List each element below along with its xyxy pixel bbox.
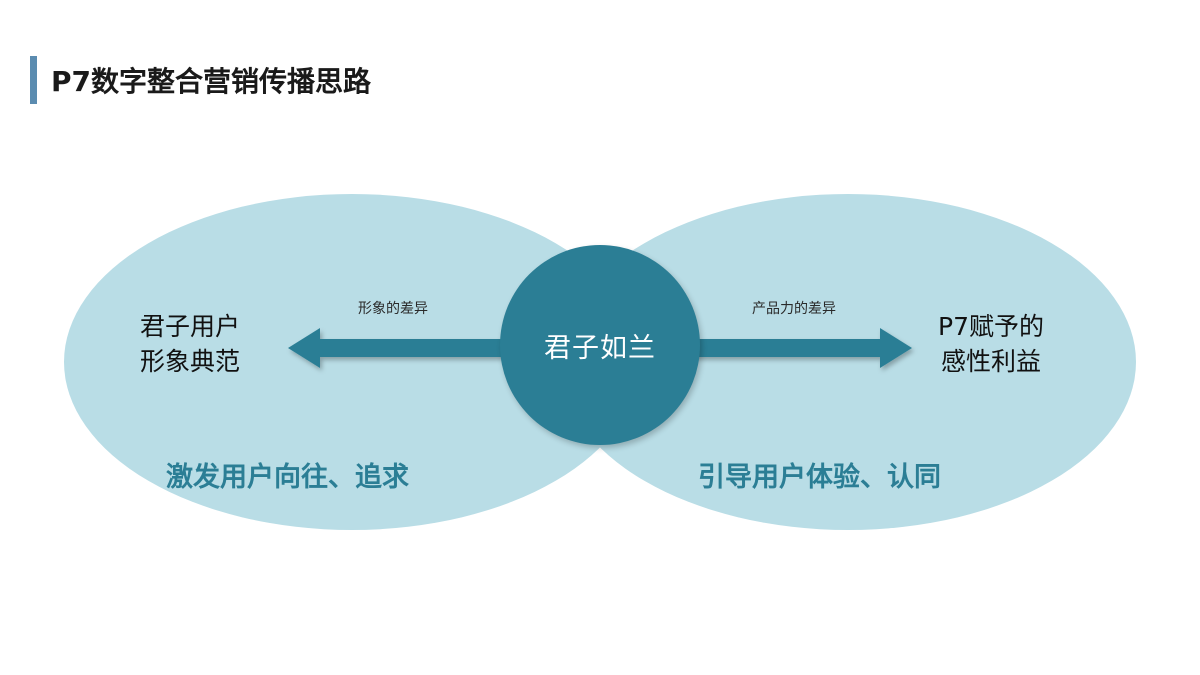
left-heading-line-1: 君子用户	[140, 312, 241, 341]
center-hub-label: 君子如兰	[544, 332, 656, 364]
left-callout: 激发用户向往、追求	[166, 462, 409, 493]
left-heading: 君子用户 形象典范	[140, 310, 240, 379]
page-title: P7数字整合营销传播思路	[30, 52, 371, 108]
right-heading: P7赋予的 感性利益	[938, 310, 1044, 379]
center-hub-circle: 君子如兰	[500, 245, 700, 445]
right-arrow-caption: 产品力的差异	[752, 301, 836, 317]
right-heading-line-2: 感性利益	[940, 346, 1041, 376]
right-arrow-icon	[670, 328, 912, 368]
right-heading-line-1: P7赋予的	[938, 312, 1044, 341]
left-arrow-icon	[288, 328, 530, 368]
left-arrow-caption: 形象的差异	[358, 301, 428, 317]
right-callout: 引导用户体验、认同	[698, 462, 941, 493]
left-heading-line-2: 形象典范	[140, 346, 241, 376]
page-title-text: P7数字整合营销传播思路	[51, 65, 372, 98]
title-accent-bar	[30, 56, 37, 104]
